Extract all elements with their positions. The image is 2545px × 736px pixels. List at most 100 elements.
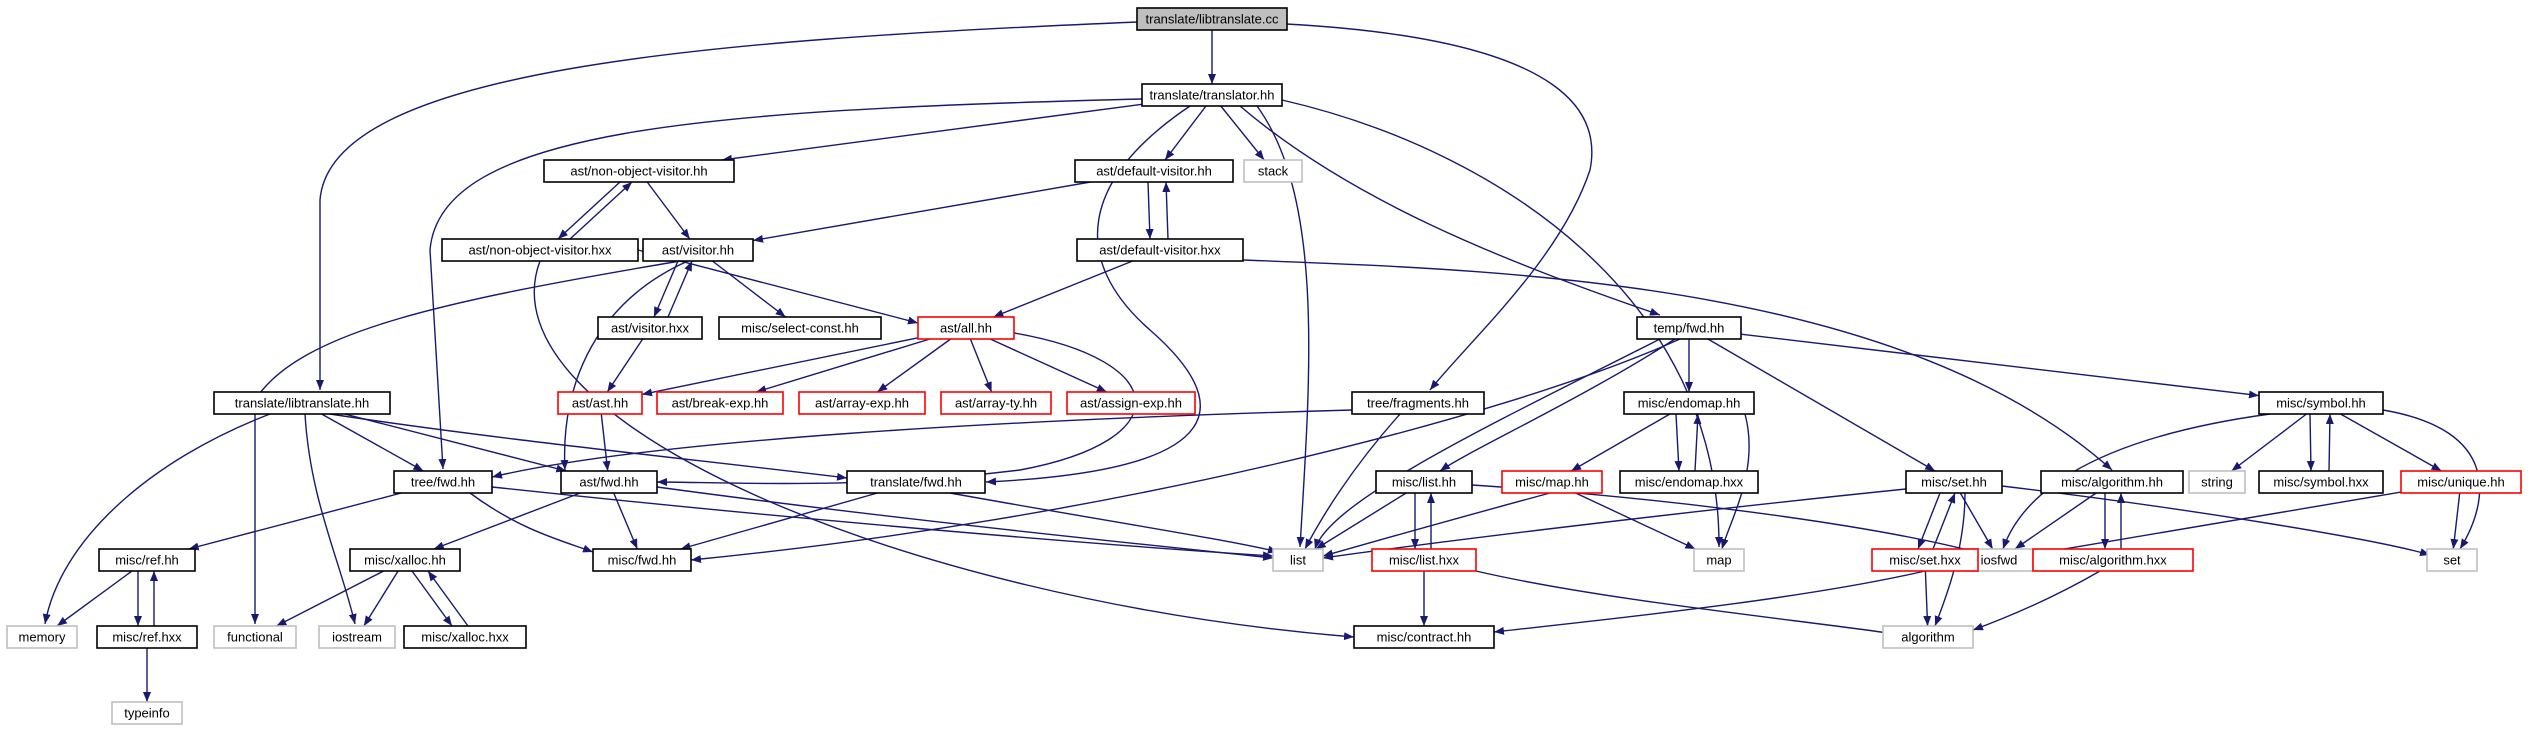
node-box — [1136, 7, 1288, 31]
edge-libtranslate_cc-to-libtranslate_hh — [316, 21, 1139, 390]
node-default-visitor-hh[interactable]: ast/default-visitor.hh — [1074, 159, 1234, 183]
node-translate-fwd-hh[interactable]: translate/fwd.hh — [846, 470, 986, 494]
node-set-hh[interactable]: misc/set.hh — [1905, 470, 2003, 494]
node-label: misc/set.hh — [1921, 475, 1987, 490]
node-label: translate/fwd.hh — [870, 475, 962, 490]
node-box — [111, 701, 183, 725]
node-label: tree/fragments.hh — [1367, 396, 1469, 411]
node-label: temp/fwd.hh — [1654, 321, 1725, 336]
node-ast-hh[interactable]: ast/ast.hh — [557, 391, 643, 415]
node-ref-hxx[interactable]: misc/ref.hxx — [96, 625, 198, 649]
node-array-ty-hh[interactable]: ast/array-ty.hh — [940, 391, 1052, 415]
node-non-object-visitor-hh[interactable]: ast/non-object-visitor.hh — [543, 159, 735, 183]
edge-algorithm_hxx-to-algorithm — [1972, 570, 2101, 631]
node-box — [6, 625, 78, 649]
edge-libtranslate_hh-to-memory — [42, 413, 271, 625]
node-unique-hh[interactable]: misc/unique.hh — [2400, 470, 2522, 494]
node-iostream: iostream — [318, 625, 396, 649]
node-ast-fwd-hh[interactable]: ast/fwd.hh — [560, 470, 658, 494]
node-label: tree/fwd.hh — [411, 475, 475, 490]
node-xalloc-hh[interactable]: misc/xalloc.hh — [349, 548, 461, 572]
node-contract-hh[interactable]: misc/contract.hh — [1353, 625, 1495, 649]
node-box — [718, 316, 882, 340]
node-non-object-visitor-hxx[interactable]: ast/non-object-visitor.hxx — [441, 238, 639, 262]
node-set-hxx[interactable]: misc/set.hxx — [1871, 548, 1979, 572]
node-box — [642, 238, 754, 262]
node-translator-hh[interactable]: translate/translator.hh — [1141, 83, 1283, 107]
edge-visitor_hh-to-visitor_hxx — [653, 260, 679, 318]
node-symbol-hxx[interactable]: misc/symbol.hxx — [2258, 470, 2384, 494]
edge-libtranslate_hh-to-translate_fwd_hh — [329, 413, 848, 481]
node-label: misc/xalloc.hh — [364, 553, 446, 568]
node-label: map — [1706, 553, 1731, 568]
edge-default_visitor_hxx-to-default_visitor_hh — [1162, 181, 1171, 240]
edge-translator_hh-to-stack — [1220, 105, 1265, 161]
node-label: misc/algorithm.hxx — [2059, 553, 2167, 568]
node-box — [597, 316, 703, 340]
node-list-hxx[interactable]: misc/list.hxx — [1371, 548, 1477, 572]
edge-visitor_hh-to-functional — [251, 260, 681, 624]
node-label: ast/all.hh — [940, 321, 992, 336]
node-visitor-hh[interactable]: ast/visitor.hh — [642, 238, 754, 262]
node-algorithm-hh[interactable]: misc/algorithm.hh — [2040, 470, 2184, 494]
edge-symbol_hxx-to-symbol_hh — [2325, 413, 2334, 472]
edge-tree_fwd_hh-to-list — [491, 486, 1274, 560]
node-fragments-hh[interactable]: tree/fragments.hh — [1351, 391, 1485, 415]
node-box — [213, 625, 297, 649]
node-box — [1693, 548, 1745, 572]
edge-unique_hh-to-iosfwd — [2032, 491, 2402, 557]
edge-visitor_hxx-to-visitor_hh — [667, 260, 693, 318]
node-label: typeinfo — [124, 706, 170, 721]
edge-ast_hh-to-ast_fwd_hh — [600, 413, 611, 472]
node-default-visitor-hxx[interactable]: ast/default-visitor.hxx — [1076, 238, 1244, 262]
edge-temp_fwd_hh-to-misc_fwd_hh — [690, 338, 1681, 564]
node-break-exp-hh[interactable]: ast/break-exp.hh — [656, 391, 784, 415]
node-xalloc-hxx[interactable]: misc/xalloc.hxx — [403, 625, 527, 649]
node-symbol-hh[interactable]: misc/symbol.hh — [2258, 391, 2384, 415]
edge-ast_fwd_hh-to-misc_fwd_hh — [613, 492, 638, 550]
node-libtranslate-hh[interactable]: translate/libtranslate.hh — [213, 391, 391, 415]
node-libtranslate-cc[interactable]: translate/libtranslate.cc — [1136, 7, 1288, 31]
node-tree-fwd-hh[interactable]: tree/fwd.hh — [393, 470, 493, 494]
edge-set_hxx-to-set_hh — [1932, 492, 1956, 550]
edge-tree_fwd_hh-to-misc_fwd_hh — [469, 492, 594, 553]
node-endomap-hxx[interactable]: misc/endomap.hxx — [1619, 470, 1759, 494]
node-label: functional — [227, 630, 283, 645]
edge-translator_hh-to-default_visitor_hh — [1164, 105, 1207, 161]
node-misc-fwd-hh[interactable]: misc/fwd.hh — [592, 548, 692, 572]
edge-temp_fwd_hh-to-list — [1314, 338, 1661, 550]
edge-visitor_hh-to-select_const_hh — [711, 260, 787, 318]
node-all-hh[interactable]: ast/all.hh — [917, 316, 1015, 340]
node-label: misc/list.hh — [1392, 475, 1456, 490]
node-label: ast/default-visitor.hh — [1096, 164, 1212, 179]
node-box — [98, 548, 196, 572]
node-label: string — [2201, 475, 2233, 490]
node-list-hh[interactable]: misc/list.hh — [1375, 470, 1473, 494]
node-algorithm-hxx[interactable]: misc/algorithm.hxx — [2032, 548, 2194, 572]
edge-default_visitor_hxx-to-all_hh — [993, 260, 1133, 318]
node-box — [2258, 470, 2384, 494]
node-ref-hh[interactable]: misc/ref.hh — [98, 548, 196, 572]
node-label: misc/list.hxx — [1389, 553, 1460, 568]
node-label: set — [2443, 553, 2461, 568]
edge-tree_fwd_hh-to-ref_hh — [188, 492, 402, 551]
edge-algorithm_hh-to-iosfwd — [2014, 492, 2097, 550]
node-map-hh[interactable]: misc/map.hh — [1501, 470, 1603, 494]
node-set: set — [2426, 548, 2478, 572]
node-assign-exp-hh[interactable]: ast/assign-exp.hh — [1066, 391, 1196, 415]
edge-fragments_hh-to-list — [1304, 413, 1401, 550]
edge-set_hh-to-list — [1322, 488, 1907, 561]
edge-list_hxx-to-algorithm — [1475, 570, 1896, 637]
node-endomap-hh[interactable]: misc/endomap.hh — [1623, 391, 1755, 415]
node-box — [1375, 470, 1473, 494]
node-box — [798, 391, 926, 415]
node-algorithm: algorithm — [1882, 625, 1974, 649]
node-box — [1351, 391, 1485, 415]
edge-set_hh-to-set_hxx — [1917, 492, 1941, 550]
node-temp-fwd-hh[interactable]: temp/fwd.hh — [1636, 316, 1742, 340]
node-array-exp-hh[interactable]: ast/array-exp.hh — [798, 391, 926, 415]
node-select-const-hh[interactable]: misc/select-const.hh — [718, 316, 882, 340]
node-label: translate/libtranslate.cc — [1146, 12, 1279, 27]
node-visitor-hxx[interactable]: ast/visitor.hxx — [597, 316, 703, 340]
